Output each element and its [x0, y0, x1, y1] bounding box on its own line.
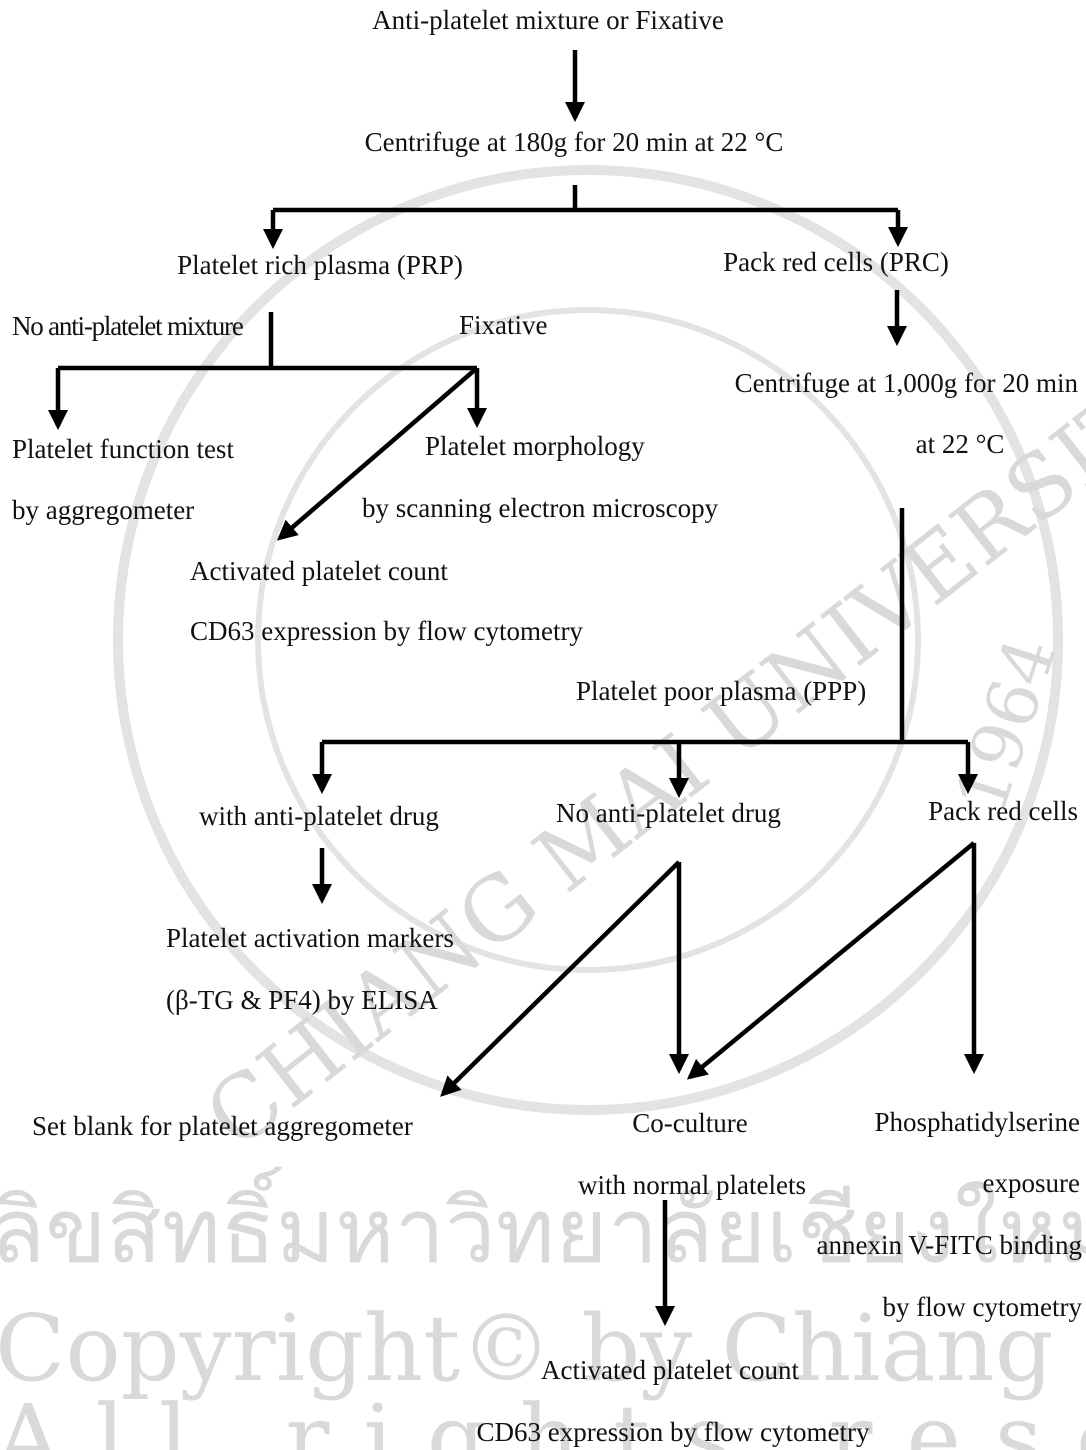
node-activated-count-coculture: Activated platelet count: [541, 1355, 799, 1385]
seal-outer-ring: [113, 165, 1063, 1115]
node-morphology-method: by scanning electron microscopy: [362, 493, 719, 523]
node-phosphatidylserine: Phosphatidylserine: [874, 1107, 1080, 1137]
node-prp: Platelet rich plasma (PRP): [177, 250, 463, 280]
node-set-blank: Set blank for platelet aggregometer: [32, 1111, 413, 1141]
node-cd63-coculture: CD63 expression by flow cytometry: [476, 1417, 870, 1447]
seal-inner-ring: [255, 307, 921, 973]
node-activation-markers: Platelet activation markers: [166, 923, 454, 953]
node-centrifuge-180g: Centrifuge at 180g for 20 min at 22 °C: [364, 127, 784, 157]
node-function-test-method: by aggregometer: [12, 495, 195, 525]
watermark-copyright-text: Copyright© by Chiang Mai University: [0, 1295, 1086, 1402]
node-coculture-detail: with normal platelets: [578, 1170, 806, 1200]
node-with-drug: with anti-platelet drug: [199, 801, 439, 831]
node-annexin-binding: annexin V-FITC binding: [816, 1230, 1082, 1260]
arrow-pack-red-to-coculture: [686, 841, 976, 1080]
node-fixative: Fixative: [459, 310, 548, 340]
node-activated-count-prp: Activated platelet count: [190, 556, 448, 586]
watermark-rights-text: All rights reserved: [0, 1385, 1086, 1450]
node-ppp: Platelet poor plasma (PPP): [576, 676, 867, 706]
node-no-mixture: No anti-platelet mixture: [12, 311, 244, 341]
node-prc: Pack red cells (PRC): [723, 247, 949, 277]
node-pack-red: Pack red cells: [928, 796, 1078, 826]
node-cd63-prp: CD63 expression by flow cytometry: [190, 616, 583, 646]
node-centrifuge-1000g-temp: at 22 °C: [915, 429, 1005, 459]
node-ps-flow-cytometry: by flow cytometry: [882, 1292, 1082, 1322]
node-start: Anti-platelet mixture or Fixative: [372, 5, 724, 35]
node-coculture: Co-culture: [632, 1108, 748, 1138]
node-centrifuge-1000g: Centrifuge at 1,000g for 20 min: [734, 368, 1078, 398]
node-ps-exposure: exposure: [982, 1168, 1080, 1198]
arrow-to-activated-count: [276, 366, 479, 541]
node-no-drug: No anti-platelet drug: [556, 798, 781, 828]
watermark-thai-text: ลิขสิทธิ์มหาวิทยาลัยเชียงใหม่: [0, 1166, 1086, 1284]
node-function-test: Platelet function test: [12, 434, 234, 464]
node-morphology: Platelet morphology: [425, 431, 645, 461]
node-activation-markers-method: (β-TG & PF4) by ELISA: [166, 985, 438, 1015]
arrow-no-drug-to-blank: [440, 860, 681, 1097]
